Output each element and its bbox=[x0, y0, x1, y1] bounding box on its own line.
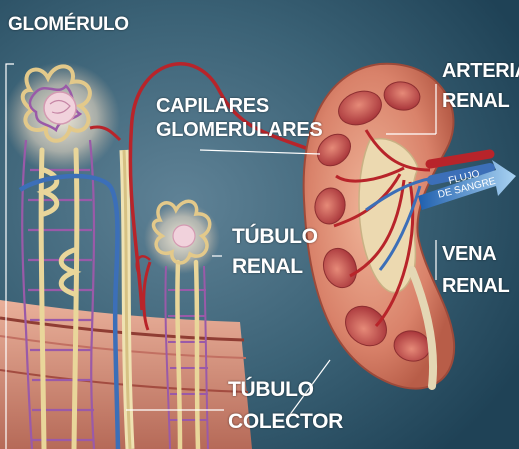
label-glomerulo: GLOMÉRULO bbox=[8, 14, 129, 36]
label-tubulo-renal-line1: TÚBULO bbox=[232, 222, 318, 252]
label-tubulo-renal: TÚBULO RENAL bbox=[232, 222, 318, 282]
label-arteria-renal-line1: ARTERIA bbox=[442, 56, 519, 86]
label-capilares-line2: GLOMERULARES bbox=[156, 118, 322, 142]
label-arteria-renal-line2: RENAL bbox=[442, 86, 519, 116]
label-vena-renal-line1: VENA bbox=[442, 238, 509, 270]
collecting-duct bbox=[124, 150, 130, 449]
label-arteria-renal: ARTERIA RENAL bbox=[442, 56, 519, 116]
label-tubulo-renal-line2: RENAL bbox=[232, 252, 318, 282]
label-vena-renal-line2: RENAL bbox=[442, 270, 509, 302]
label-tubulo-colector-line1: TÚBULO bbox=[228, 374, 343, 406]
label-capilares-glomerulares: CAPILARES GLOMERULARES bbox=[156, 94, 322, 142]
label-capilares-line1: CAPILARES bbox=[156, 94, 322, 118]
label-tubulo-colector-line2: COLECTOR bbox=[228, 406, 343, 438]
label-tubulo-colector: TÚBULO COLECTOR bbox=[228, 374, 343, 438]
label-vena-renal: VENA RENAL bbox=[442, 238, 509, 302]
